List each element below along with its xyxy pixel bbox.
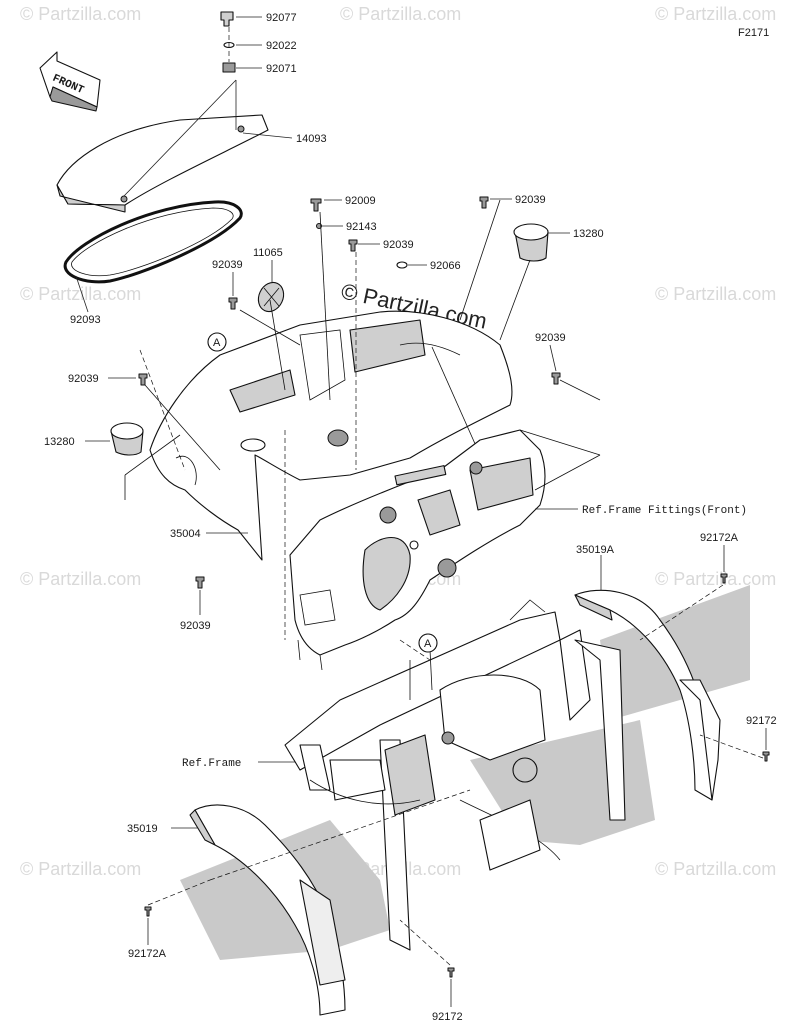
clip-92039-icon xyxy=(479,196,489,209)
cup-holder-left xyxy=(110,422,144,456)
part-labels: 92077 92022 92071 14093 92093 92009 9214… xyxy=(44,12,777,1023)
part-label-92143: 92143 xyxy=(346,221,377,233)
part-label-13280: 13280 xyxy=(573,228,604,240)
fastener-stack xyxy=(220,11,236,73)
callout-a-label: A xyxy=(424,638,432,650)
fender-right xyxy=(574,589,721,801)
clip-92077-icon xyxy=(220,11,234,27)
callout-a-label: A xyxy=(213,337,221,349)
watermark: © Partzilla.com xyxy=(20,859,141,879)
watermark: © Partzilla.com xyxy=(340,4,461,24)
part-label-92039: 92039 xyxy=(212,259,243,271)
part-label-14093: 14093 xyxy=(296,133,327,145)
screw-92172A-icon xyxy=(144,906,152,917)
clip-92039-icon xyxy=(348,239,358,252)
watermark: © Partzilla.com xyxy=(655,4,776,24)
main-frame xyxy=(284,599,626,951)
leader-lines xyxy=(75,16,767,1007)
watermark: © Partzilla.com xyxy=(20,569,141,589)
screw-92143-icon xyxy=(316,223,322,229)
grommet-92066-icon xyxy=(396,261,408,269)
part-label-92009: 92009 xyxy=(345,195,376,207)
watermark: © Partzilla.com xyxy=(655,859,776,879)
part-label-92022: 92022 xyxy=(266,40,297,52)
part-label-92077: 92077 xyxy=(266,12,297,24)
clip-92039-icon xyxy=(138,373,148,386)
screw-92172A-icon xyxy=(720,573,728,584)
part-label-35019: 35019 xyxy=(127,823,158,835)
lid-seal xyxy=(63,200,243,284)
screw-92172-icon xyxy=(447,967,455,978)
part-label-92172: 92172 xyxy=(746,715,777,727)
part-label-92039: 92039 xyxy=(68,373,99,385)
part-label-92039: 92039 xyxy=(535,332,566,344)
watermark: © Partzilla.com xyxy=(20,284,141,304)
watermark: © Partzilla.com xyxy=(655,284,776,304)
fender-left xyxy=(189,804,346,1016)
callout-a-lower: A xyxy=(418,633,438,653)
part-label-35004: 35004 xyxy=(170,528,201,540)
storage-lid xyxy=(56,114,269,213)
watermark: © Partzilla.com xyxy=(655,569,776,589)
watermark: © Partzilla.com xyxy=(20,4,141,24)
front-arrow-icon: FRONT xyxy=(39,51,101,112)
part-label-92172: 92172 xyxy=(432,1011,463,1023)
lower-dash-panel xyxy=(289,429,546,671)
clip-92039-icon xyxy=(228,297,238,310)
clip-92039-icon xyxy=(551,372,561,385)
cap-11065-icon xyxy=(257,281,285,313)
part-label-92093: 92093 xyxy=(70,314,101,326)
screw-92172-icon xyxy=(762,751,770,762)
clip-92039-icon xyxy=(195,576,205,589)
part-label-92039: 92039 xyxy=(515,194,546,206)
nut-92071-icon xyxy=(222,62,236,73)
part-label-92172A: 92172A xyxy=(128,948,167,960)
part-label-13280: 13280 xyxy=(44,436,75,448)
part-label-11065: 11065 xyxy=(253,247,283,259)
part-label-92066: 92066 xyxy=(430,260,461,272)
figure-code: F2171 xyxy=(738,27,769,39)
part-label-35019A: 35019A xyxy=(576,544,615,556)
part-label-92071: 92071 xyxy=(266,63,297,75)
cup-holder-right xyxy=(513,223,549,262)
part-label-92172A: 92172A xyxy=(700,532,739,544)
screw-92009-icon xyxy=(310,198,322,212)
fasteners xyxy=(138,196,770,978)
ref-label-frame-fittings: Ref.Frame Fittings(Front) xyxy=(582,505,747,517)
part-label-92039: 92039 xyxy=(383,239,414,251)
part-label-92039: 92039 xyxy=(180,620,211,632)
ref-label-frame: Ref.Frame xyxy=(182,758,241,770)
callout-a-upper: A xyxy=(207,332,227,352)
